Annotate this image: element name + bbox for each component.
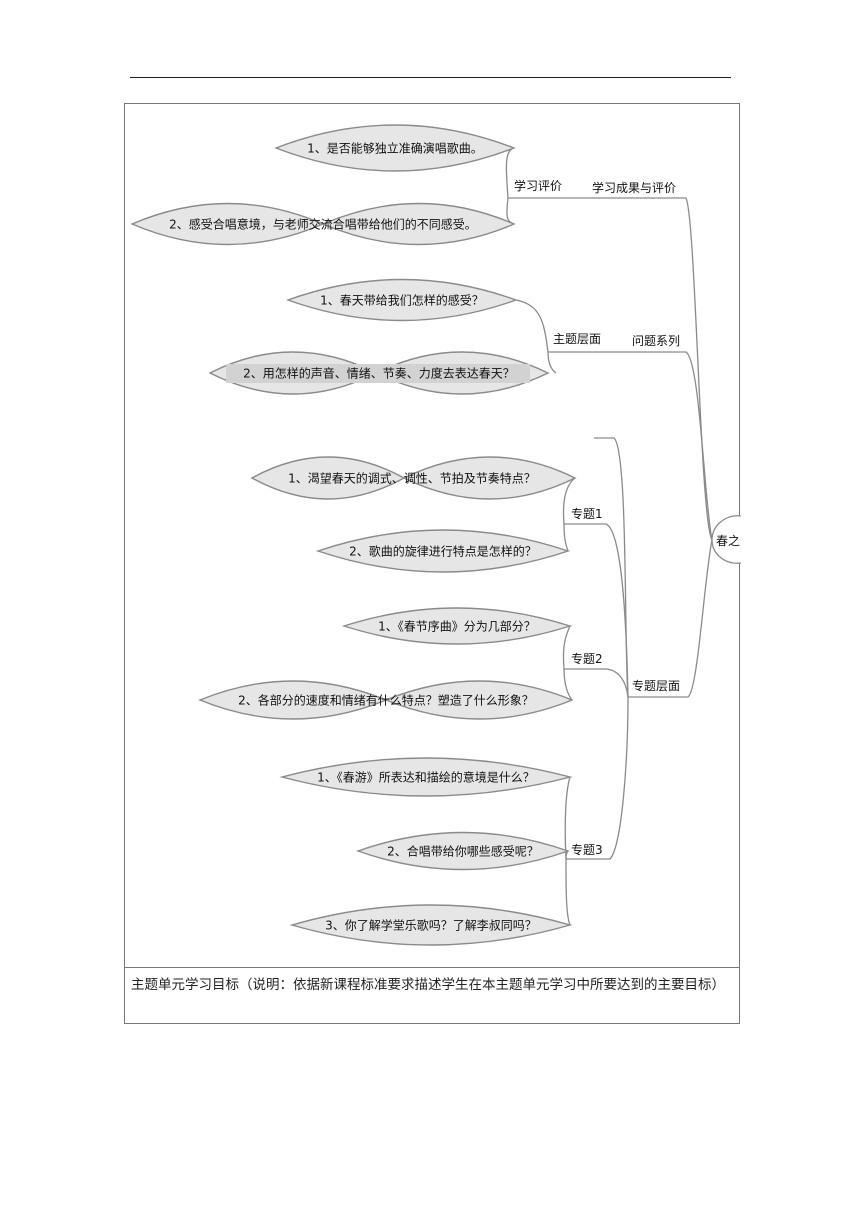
leaf-shape	[384, 680, 574, 720]
table-divider	[124, 967, 740, 968]
leaf-highlight	[226, 364, 530, 383]
leaf-shape	[279, 757, 573, 797]
leaf-node: 2、各部分的速度和情绪有什么特点？塑造了什么形象？	[198, 680, 574, 720]
root-node-label: 春之	[716, 534, 740, 548]
leaf-node: 1、《春游》所表达和描绘的意境是什么？	[279, 757, 573, 797]
leaf-node: 1、渴望春天的调式、调性、节拍及节奏特点？	[250, 456, 577, 500]
leaf-text: 2、用怎样的声音、情绪、节奏、力度去表达春天？	[243, 366, 515, 381]
unit-goal-caption: 主题单元学习目标（说明：依据新课程标准要求描述学生在本主题单元学习中所要达到的主…	[131, 977, 725, 993]
connector-questions-item2	[547, 351, 557, 374]
leaf-text: 2、合唱带给你哪些感受呢？	[387, 844, 539, 859]
leaf-shape	[355, 831, 571, 871]
leaf-shape	[341, 607, 573, 645]
leaf-node: 2、合唱带给你哪些感受呢？	[355, 831, 571, 871]
connector-root-topic-level	[628, 539, 713, 698]
connector-topic3-item3	[565, 858, 571, 926]
connector-root-questions	[628, 351, 713, 541]
leaf-node: 2、感受合唱意境，与老师交流合唱带给他们的不同感受。	[130, 202, 516, 246]
root-node-shape	[711, 515, 742, 564]
leaf-text: 3、你了解学堂乐歌吗？了解李叔同吗？	[325, 918, 537, 933]
leaf-node: 2、用怎样的声音、情绪、节奏、力度去表达春天？	[208, 351, 550, 395]
leaf-shape	[315, 529, 571, 573]
leaf-node: 1、春天带给我们怎样的感受？	[285, 278, 519, 322]
leaf-text: 1、是否能够独立准确演唱歌曲。	[307, 141, 483, 156]
connector-topic3	[566, 696, 629, 860]
sub-label-topic1: 专题1	[571, 506, 603, 521]
branch-label-assessment: 学习成果与评价	[592, 180, 676, 195]
connector-topic2	[564, 668, 629, 698]
leaf-node: 2、歌曲的旋律进行特点是怎样的？	[315, 529, 571, 573]
leaf-text: 1、渴望春天的调式、调性、节拍及节奏特点？	[288, 471, 536, 486]
connector-topic2-item2	[563, 668, 573, 701]
header-rule	[130, 77, 731, 78]
leaf-node: 1、是否能够独立准确演唱歌曲。	[274, 124, 516, 172]
connector-assessment-item2	[506, 197, 515, 225]
connector-topic2-item1	[562, 625, 571, 670]
connector-topic1	[564, 523, 629, 698]
leaf-text: 1、《春节序曲》分为几部分？	[378, 619, 536, 634]
leaf-text: 1、春天带给我们怎样的感受？	[320, 293, 484, 308]
connector-questions-item1	[515, 299, 549, 353]
leaf-node: 1、《春节序曲》分为几部分？	[341, 607, 573, 645]
branch-label-topic-level: 专题层面	[632, 678, 680, 693]
sub-label-theme-level: 主题层面	[553, 332, 601, 346]
sub-label-learning-assessment: 学习评价	[514, 178, 562, 193]
leaf-shape	[402, 456, 577, 500]
leaf-shape	[289, 904, 573, 946]
connector-lines	[505, 147, 713, 926]
leaf-text: 1、《春游》所表达和描绘的意境是什么？	[317, 770, 535, 785]
branch-label-questions: 问题系列	[632, 334, 680, 348]
connector-root-assessment	[582, 197, 713, 541]
connector-topic1-item1	[562, 477, 576, 525]
sub-label-topic3: 专题3	[571, 842, 603, 857]
root-node: 春之	[711, 515, 742, 564]
leaf-shape	[321, 202, 516, 246]
leaf-text: 2、各部分的速度和情绪有什么特点？塑造了什么形象？	[238, 693, 534, 708]
connector-topic1-item2	[563, 523, 569, 552]
leaf-text: 2、歌曲的旋律进行特点是怎样的？	[349, 544, 537, 559]
sub-label-topic2: 专题2	[571, 651, 603, 666]
leaf-text: 2、感受合唱意境，与老师交流合唱带给他们的不同感受。	[169, 217, 477, 232]
leaf-node: 3、你了解学堂乐歌吗？了解李叔同吗？	[289, 904, 573, 946]
leaf-shape	[274, 124, 516, 172]
leaf-shape	[285, 278, 519, 322]
connector-topic3-item1	[564, 776, 571, 860]
connector-assessment-item1	[505, 147, 515, 199]
